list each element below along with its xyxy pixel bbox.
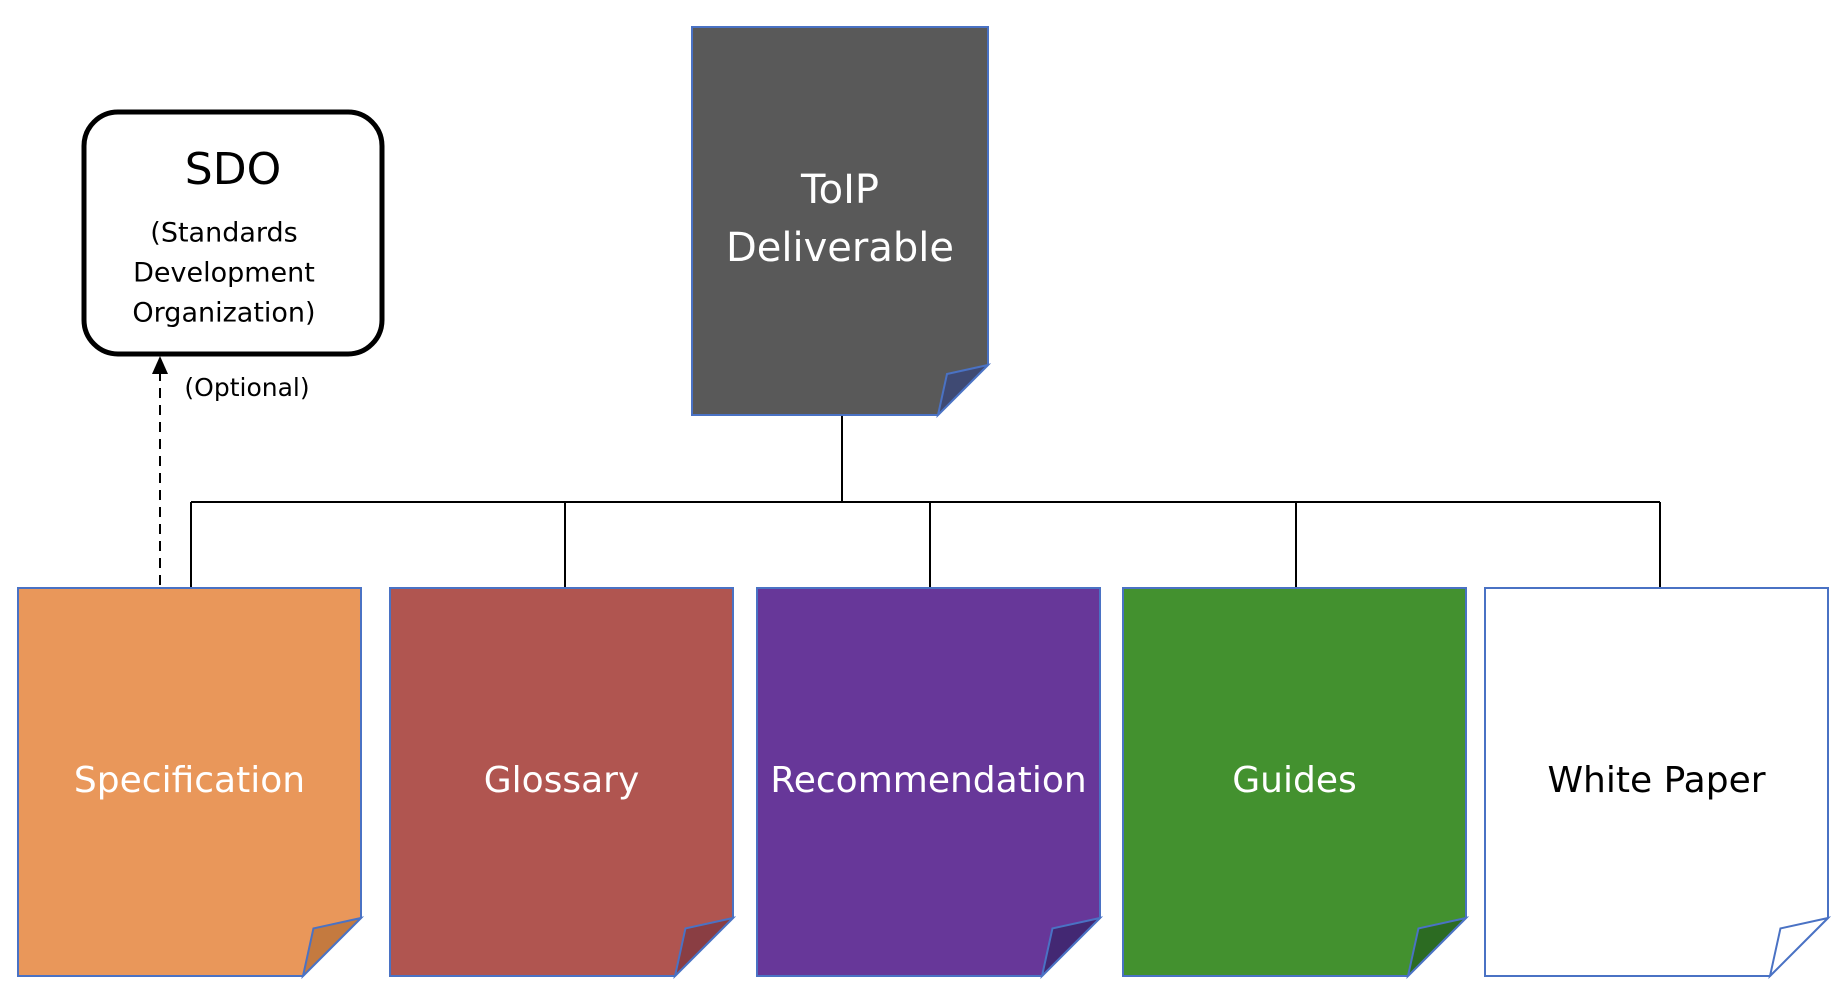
root-document-label-line2: Deliverable [726, 225, 954, 271]
root-document-label-line1: ToIP [800, 167, 879, 213]
optional-arrow: (Optional) [152, 356, 310, 585]
child-document-glossary-label: Glossary [484, 760, 640, 801]
root-document: ToIP Deliverable [691, 26, 992, 419]
child-document-glossary: Glossary [389, 587, 737, 980]
child-document-specification-folded-corner-icon [301, 916, 365, 980]
child-document-guides-folded-corner-icon [1406, 916, 1470, 980]
sdo-subtitle-line1: (Standards [150, 218, 297, 249]
child-document-glossary-folded-corner-icon [673, 916, 737, 980]
optional-label: (Optional) [184, 373, 309, 402]
root-document-folded-corner-icon [936, 363, 992, 419]
arrowhead-icon [152, 356, 168, 374]
child-document-recommendation: Recommendation [756, 587, 1104, 980]
sdo-box: SDO (Standards Development Organization) [81, 109, 385, 357]
connectors [190, 415, 1661, 588]
child-document-guides-label: Guides [1232, 760, 1356, 801]
sdo-box-frame [81, 109, 385, 357]
child-document-specification-label: Specification [74, 760, 305, 801]
child-document-guides: Guides [1122, 587, 1470, 980]
child-document-specification: Specification [17, 587, 365, 980]
child-document-recommendation-folded-corner-icon [1040, 916, 1104, 980]
child-document-white-paper-folded-corner-icon [1768, 916, 1832, 980]
sdo-subtitle-line2: Development [133, 258, 315, 289]
child-document-recommendation-label: Recommendation [770, 760, 1086, 801]
root-document-page [691, 26, 989, 416]
sdo-title: SDO [185, 144, 281, 195]
child-document-white-paper-label: White Paper [1547, 760, 1765, 801]
child-document-white-paper: White Paper [1484, 587, 1832, 980]
sdo-subtitle-line3: Organization) [132, 298, 315, 329]
